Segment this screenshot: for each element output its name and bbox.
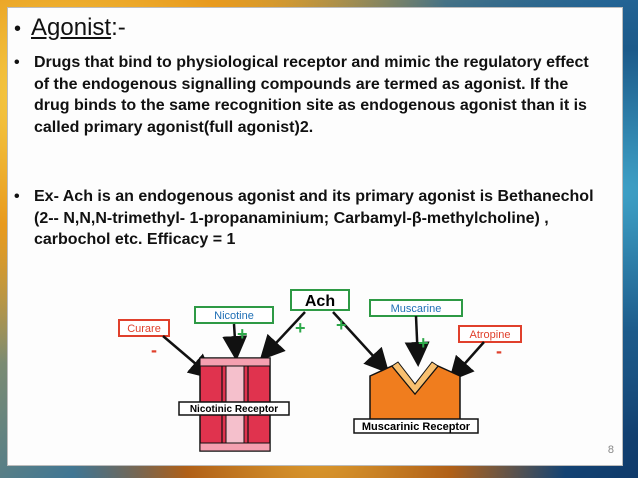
nicotine-box bbox=[194, 306, 274, 324]
definition-paragraph: • Drugs that bind to physiological recep… bbox=[14, 52, 594, 138]
ach-nicotinic-arrow bbox=[259, 311, 306, 361]
slide bbox=[7, 7, 623, 466]
atropine-arrow bbox=[448, 341, 485, 382]
ach-plus-left: + bbox=[295, 318, 306, 338]
curare-minus: - bbox=[151, 340, 157, 360]
muscarine-plus: + bbox=[418, 333, 429, 353]
atropine-label: Atropine bbox=[470, 329, 511, 341]
nicotinic-receptor-label: Nicotinic Receptor bbox=[190, 404, 278, 415]
curare-box bbox=[118, 319, 170, 337]
atropine-box bbox=[458, 325, 522, 343]
slide-title: • Agonist :- bbox=[14, 14, 126, 42]
bullet: • bbox=[14, 54, 20, 71]
nicotine-plus: + bbox=[237, 324, 248, 344]
example-paragraph: • Ex- Ach is an endogenous agonist and i… bbox=[14, 186, 594, 251]
ach-box bbox=[290, 289, 350, 311]
muscarinic-receptor bbox=[369, 361, 461, 427]
curare-label: Curare bbox=[127, 323, 161, 335]
page-number: 8 bbox=[607, 444, 614, 456]
bullet: • bbox=[14, 18, 22, 40]
muscarinic-receptor-label: Muscarinic Receptor bbox=[362, 421, 471, 433]
muscarine-label: Muscarine bbox=[391, 303, 442, 315]
title-heading: Agonist bbox=[31, 14, 112, 41]
example-text: Ex- Ach is an endogenous agonist and its… bbox=[34, 188, 594, 249]
nicotinic-receptor-box bbox=[178, 401, 290, 416]
nicotine-label: Nicotine bbox=[214, 310, 254, 322]
ach-muscarinic-arrow bbox=[332, 311, 390, 374]
ach-plus-right: + bbox=[336, 315, 347, 335]
muscarinic-receptor-box bbox=[353, 418, 479, 434]
definition-text: Drugs that bind to physiological recepto… bbox=[34, 54, 589, 136]
nicotine-arrow bbox=[222, 323, 248, 361]
muscarine-arrow bbox=[404, 315, 430, 367]
atropine-minus: - bbox=[496, 341, 502, 361]
title-suffix: :- bbox=[111, 14, 126, 41]
ach-label: Ach bbox=[305, 293, 335, 310]
bullet: • bbox=[14, 188, 20, 205]
